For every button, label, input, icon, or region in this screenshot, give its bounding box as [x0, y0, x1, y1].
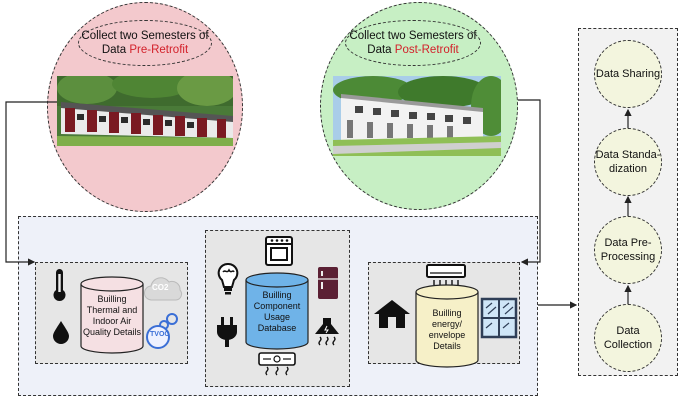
stage-data-sharing: Data Sharing: [594, 40, 662, 108]
pre-label-mid: Data: [101, 44, 127, 56]
air-conditioner-icon: [426, 264, 466, 285]
stage-label: Data Standa-dization: [595, 149, 661, 175]
thermal-database-cylinder: [80, 276, 144, 354]
power-plug-icon: [217, 317, 237, 347]
stage-data-collection: Data Collection: [594, 304, 662, 372]
stage-label: Data Collection: [603, 325, 653, 351]
light-bulb-icon: [217, 262, 239, 295]
co2-label: CO2: [152, 283, 169, 292]
thermometer-icon: [53, 269, 66, 301]
range-hood-icon: [315, 318, 339, 346]
post-label-mid: Data: [367, 44, 392, 56]
pre-retrofit-label: Collect two Semesters of Data Pre-Retrof…: [78, 20, 212, 66]
refrigerator-icon: [318, 267, 338, 299]
post-label-prefix: Collect two Semesters of: [349, 30, 477, 42]
tvoc-label: TVOC: [150, 331, 170, 338]
stage-data-standardization: Data Standa-dization: [594, 128, 662, 196]
oven-icon: [265, 236, 293, 266]
stage-label: Data Sharing: [595, 68, 661, 80]
stage-label: Data Pre-Processing: [600, 237, 656, 263]
heater-icon: [258, 352, 296, 376]
component-database-cylinder: [245, 272, 309, 350]
tvoc-molecule-icon: [146, 313, 178, 349]
post-retrofit-label: Collect two Semesters of Data Post-Retro…: [345, 20, 481, 66]
component-database-label: Builling Component Usage Database: [253, 290, 301, 333]
humidity-drop-icon: [53, 321, 69, 344]
pre-label-highlight: Pre-Retrofit: [129, 44, 189, 56]
post-label-highlight: Post-Retrofit: [394, 44, 459, 56]
envelope-database-cylinder: [415, 284, 479, 368]
house-icon: [374, 300, 410, 328]
pre-label-prefix: Collect two Semesters of: [81, 30, 209, 42]
thermal-database-label: Builling Thermal and Indoor Air Quality …: [82, 294, 142, 337]
co2-cloud-icon: [144, 277, 183, 301]
pre-retrofit-building-photo: [57, 76, 233, 146]
stage-data-preprocessing: Data Pre-Processing: [594, 216, 662, 284]
envelope-database-label: Builling energy/ envelope Details: [428, 308, 466, 351]
window-icon: [480, 297, 518, 339]
post-retrofit-building-photo: [333, 76, 501, 156]
